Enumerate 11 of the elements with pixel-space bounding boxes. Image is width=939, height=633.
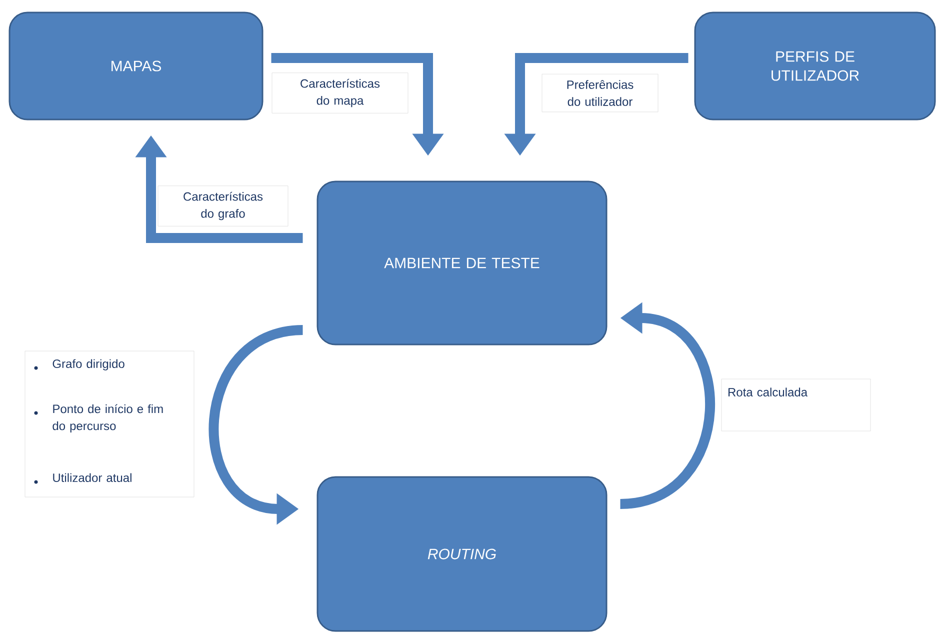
edge-label: Características do mapa <box>272 72 408 114</box>
list-item: Utilizador atual <box>34 473 132 484</box>
process-box: PERFIS DE UTILIZADOR <box>694 12 936 120</box>
edge-label: Rota calculada <box>721 378 871 432</box>
process-box: ROUTING <box>316 476 608 632</box>
edge-label: Características do grafo <box>158 186 288 226</box>
process-box: AMBIENTE DE TESTE <box>316 180 608 346</box>
list-item: Ponto de início e fim do percurso <box>34 404 163 433</box>
list-item: Grafo dirigido <box>34 359 124 370</box>
edge-label: Preferências do utilizador <box>542 74 658 112</box>
process-box: MAPAS <box>8 12 264 120</box>
